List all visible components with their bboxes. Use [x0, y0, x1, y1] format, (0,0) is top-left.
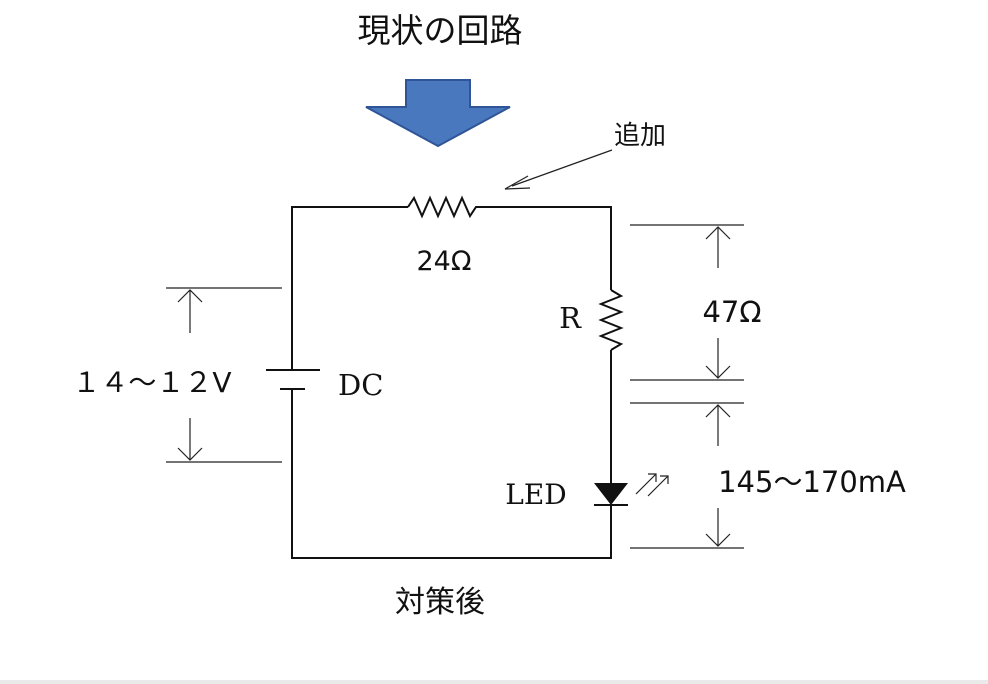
annotation-pointer-line — [511, 149, 613, 187]
resistor-value: 47Ω — [702, 295, 761, 329]
annotation-added-label: 追加 — [614, 121, 666, 151]
resistor-label: R — [559, 301, 582, 335]
voltage-dimension — [166, 287, 282, 463]
title-current-circuit: 現状の回路 — [358, 11, 523, 50]
current-dimension — [630, 402, 744, 549]
resistor-r — [598, 289, 624, 351]
down-arrow-icon — [365, 79, 511, 148]
circuit-wiring — [291, 206, 612, 559]
light-emission-icon — [635, 473, 669, 497]
led-label: LED — [505, 478, 566, 511]
dc-source-label: DC — [338, 368, 383, 402]
series-resistor-value: 24Ω — [417, 246, 472, 277]
resistor-dimension — [630, 224, 744, 381]
voltage-range-label: １４～１２V — [72, 366, 231, 399]
series-resistor-24ohm — [407, 195, 483, 219]
annotation-pointer-arrowhead — [504, 175, 531, 190]
dc-source-symbol — [266, 369, 320, 390]
led-symbol — [594, 483, 628, 506]
title-after-countermeasure: 対策後 — [395, 585, 485, 620]
footer-bar — [0, 680, 988, 684]
current-range-label: 145～170mA — [718, 465, 906, 499]
